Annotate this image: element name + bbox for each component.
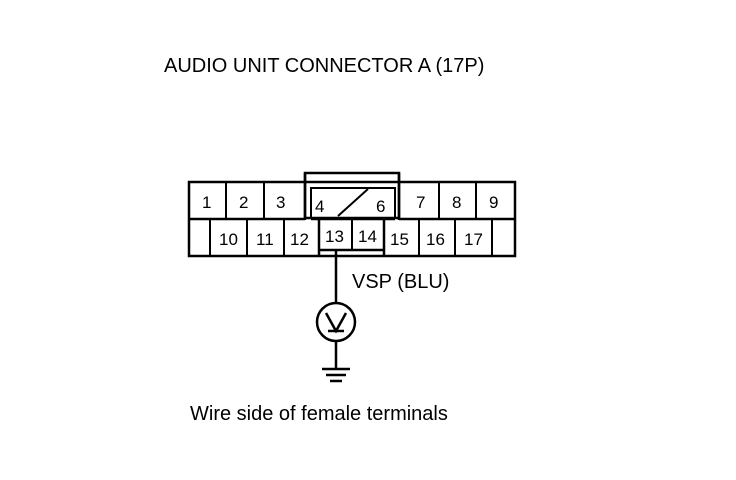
pin-9: 9 xyxy=(489,193,498,212)
caption: Wire side of female terminals xyxy=(190,403,448,425)
pin-14: 14 xyxy=(358,227,377,246)
pin-6: 6 xyxy=(376,197,385,216)
pin-2: 2 xyxy=(239,193,248,212)
pin-4: 4 xyxy=(315,197,324,216)
pin-13: 13 xyxy=(325,227,344,246)
pin-15: 15 xyxy=(390,230,409,249)
pin-16: 16 xyxy=(426,230,445,249)
pin-12: 12 xyxy=(290,230,309,249)
pin-11: 11 xyxy=(256,230,274,249)
connector-body xyxy=(187,171,517,258)
pin-8: 8 xyxy=(452,193,461,212)
wire-label: VSP (BLU) xyxy=(352,271,449,293)
diagram-title: AUDIO UNIT CONNECTOR A (17P) xyxy=(164,55,484,77)
pin-7: 7 xyxy=(416,193,425,212)
pin-3: 3 xyxy=(276,193,285,212)
voltmeter-icon xyxy=(315,301,357,343)
pin-10: 10 xyxy=(219,230,238,249)
pin-1: 1 xyxy=(202,193,211,212)
ground-icon xyxy=(322,367,350,383)
pin-17: 17 xyxy=(464,230,483,249)
